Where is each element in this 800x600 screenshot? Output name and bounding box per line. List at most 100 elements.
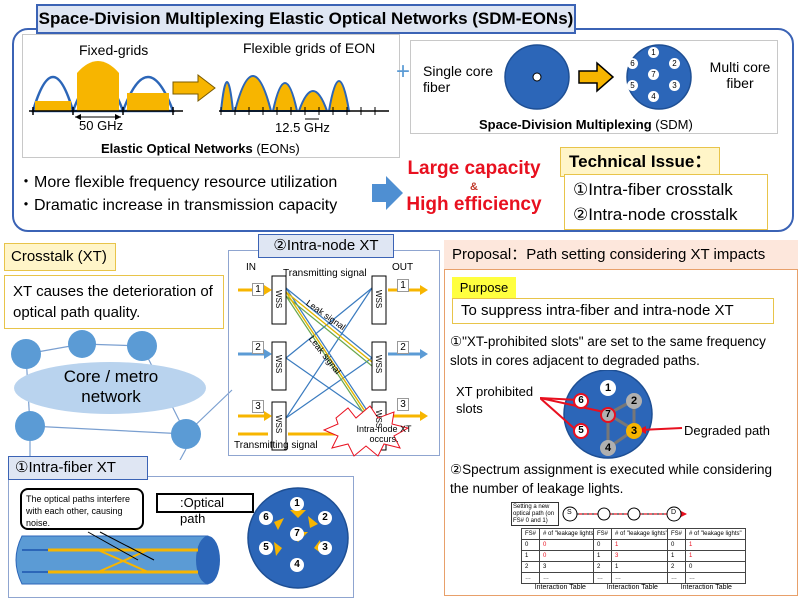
table-cell: 1: [685, 550, 746, 562]
out-port-3: 3: [397, 398, 409, 411]
core-2: 2: [318, 511, 332, 525]
sdm-fiber-diagram: [504, 44, 692, 110]
sdm-panel: Single core fiber Multi core fiber Space…: [410, 40, 778, 134]
table-cell: 1: [685, 539, 746, 551]
wss-label: WSS: [274, 355, 283, 374]
core-1: 1: [290, 497, 304, 511]
proposal-title: Proposal：Path setting considering XT imp…: [444, 240, 798, 270]
in-label: IN: [246, 262, 256, 273]
out-label: OUT: [392, 262, 414, 273]
spectrum-grid-diagram: [29, 61, 389, 120]
table-cell: …: [611, 572, 672, 584]
technical-issue-title: Technical Issue：: [560, 147, 720, 177]
col-fs: FS#: [520, 528, 541, 540]
table-cell: 0: [520, 539, 541, 551]
table-cell: 3: [611, 550, 672, 562]
core-7: 7: [290, 527, 304, 541]
network-node: [11, 339, 41, 369]
wss-label: WSS: [274, 415, 283, 434]
table-cell: …: [685, 572, 746, 584]
core-4: 4: [290, 558, 304, 572]
grid-transition-arrow: [172, 73, 216, 103]
new-path-note: Setting a new optical path (on FS# 0 and…: [511, 502, 559, 526]
intra-node-xt-burst: [322, 405, 410, 457]
sdm-caption-bold: Space-Division Multiplexing: [479, 117, 652, 132]
table-cell: 2: [592, 561, 613, 573]
table-cell: 0: [666, 539, 687, 551]
eon-caption-tail: (EONs): [252, 141, 300, 156]
table-caption: Interaction Table: [680, 584, 732, 591]
single-core-label: Single core fiber: [423, 63, 494, 96]
intra-fiber-panel: [8, 476, 354, 598]
out-port-1: 1: [397, 279, 409, 292]
xt-prohibited-label: XT prohibited slots: [456, 384, 534, 416]
network-node: [171, 419, 201, 449]
50ghz-label: 50 GHz: [79, 118, 124, 133]
sdm-caption: Space-Division Multiplexing (SDM): [479, 117, 693, 132]
ampersand: &: [470, 181, 478, 193]
plus-sign: +: [396, 58, 411, 85]
core-6: 6: [259, 511, 273, 525]
table-cell: 0: [592, 539, 613, 551]
table-cell: 0: [685, 561, 746, 573]
intra-node-xt-note: Intra-node XT occurs.: [356, 424, 412, 444]
eon-panel: Fixed-grids Flexible grids of EON: [22, 34, 400, 158]
col-fs: FS#: [592, 528, 613, 540]
core-6: 6: [573, 393, 589, 409]
large-capacity: Large capacity: [407, 158, 541, 179]
table-caption: Interaction Table: [534, 584, 586, 591]
purpose-tag: Purpose: [452, 277, 516, 299]
sdm-transition-arrow: [578, 61, 615, 93]
sdm-caption-tail: (SDM): [651, 117, 693, 132]
degraded-path-label: Degraded path: [684, 423, 771, 438]
multi-core-label: Multi core fiber: [709, 59, 771, 92]
table-cell: …: [666, 572, 687, 584]
core-7: 7: [648, 69, 659, 80]
network-node: [68, 330, 96, 358]
transmitting-signal-top: Transmitting signal: [283, 268, 367, 279]
table-cell: 1: [611, 539, 672, 551]
eon-caption: Elastic Optical Networks (EONs): [101, 141, 300, 156]
table-cell: …: [520, 572, 541, 584]
optical-path-legend: :Optical path: [156, 493, 254, 526]
wss-label: WSS: [374, 290, 383, 309]
result-text: Large capacity & High efficiency: [404, 158, 544, 216]
crosstalk-title: Crosstalk (XT): [4, 243, 116, 271]
in-port-1: 1: [252, 283, 264, 296]
benefit-item: ・Dramatic increase in transmission capac…: [18, 197, 338, 214]
core-5: 5: [259, 541, 273, 555]
col-leak: # of "leakage lights": [611, 528, 672, 540]
network-label: Core / metro network: [63, 367, 159, 406]
wss-label: WSS: [374, 355, 383, 374]
table-cell: 1: [611, 561, 672, 573]
col-leak: # of "leakage lights": [539, 528, 600, 540]
benefits-list: ・More flexible frequency resource utiliz…: [18, 171, 337, 217]
table-cell: 2: [520, 561, 541, 573]
out-port-2: 2: [397, 341, 409, 354]
col-leak: # of "leakage lights": [685, 528, 746, 540]
table-cell: 0: [539, 550, 600, 562]
table-cell: 1: [592, 550, 613, 562]
crosstalk-description: XT causes the deterioration of optical p…: [4, 275, 224, 329]
fixed-grid-arcs: [31, 61, 175, 113]
12-5ghz-label: 12.5 GHz: [275, 120, 330, 135]
core-1: 1: [600, 380, 616, 396]
purpose-text: To suppress intra-fiber and intra-node X…: [452, 298, 774, 324]
core-4: 4: [648, 91, 659, 102]
network-node: [15, 411, 45, 441]
network-diagram: [11, 330, 233, 460]
core-5: 5: [627, 80, 638, 91]
page-title: Space-Division Multiplexing Elastic Opti…: [36, 4, 576, 34]
intra-node-title: ②Intra-node XT: [258, 234, 394, 258]
flexible-grids-label: Flexible grids of EON: [243, 40, 376, 56]
table-cell: 1: [666, 550, 687, 562]
node-s: S: [567, 509, 572, 516]
core-3: 3: [318, 541, 332, 555]
table-cell: …: [592, 572, 613, 584]
high-efficiency: High efficiency: [406, 194, 542, 215]
network-cloud: [14, 362, 206, 414]
core-4: 4: [600, 440, 616, 456]
